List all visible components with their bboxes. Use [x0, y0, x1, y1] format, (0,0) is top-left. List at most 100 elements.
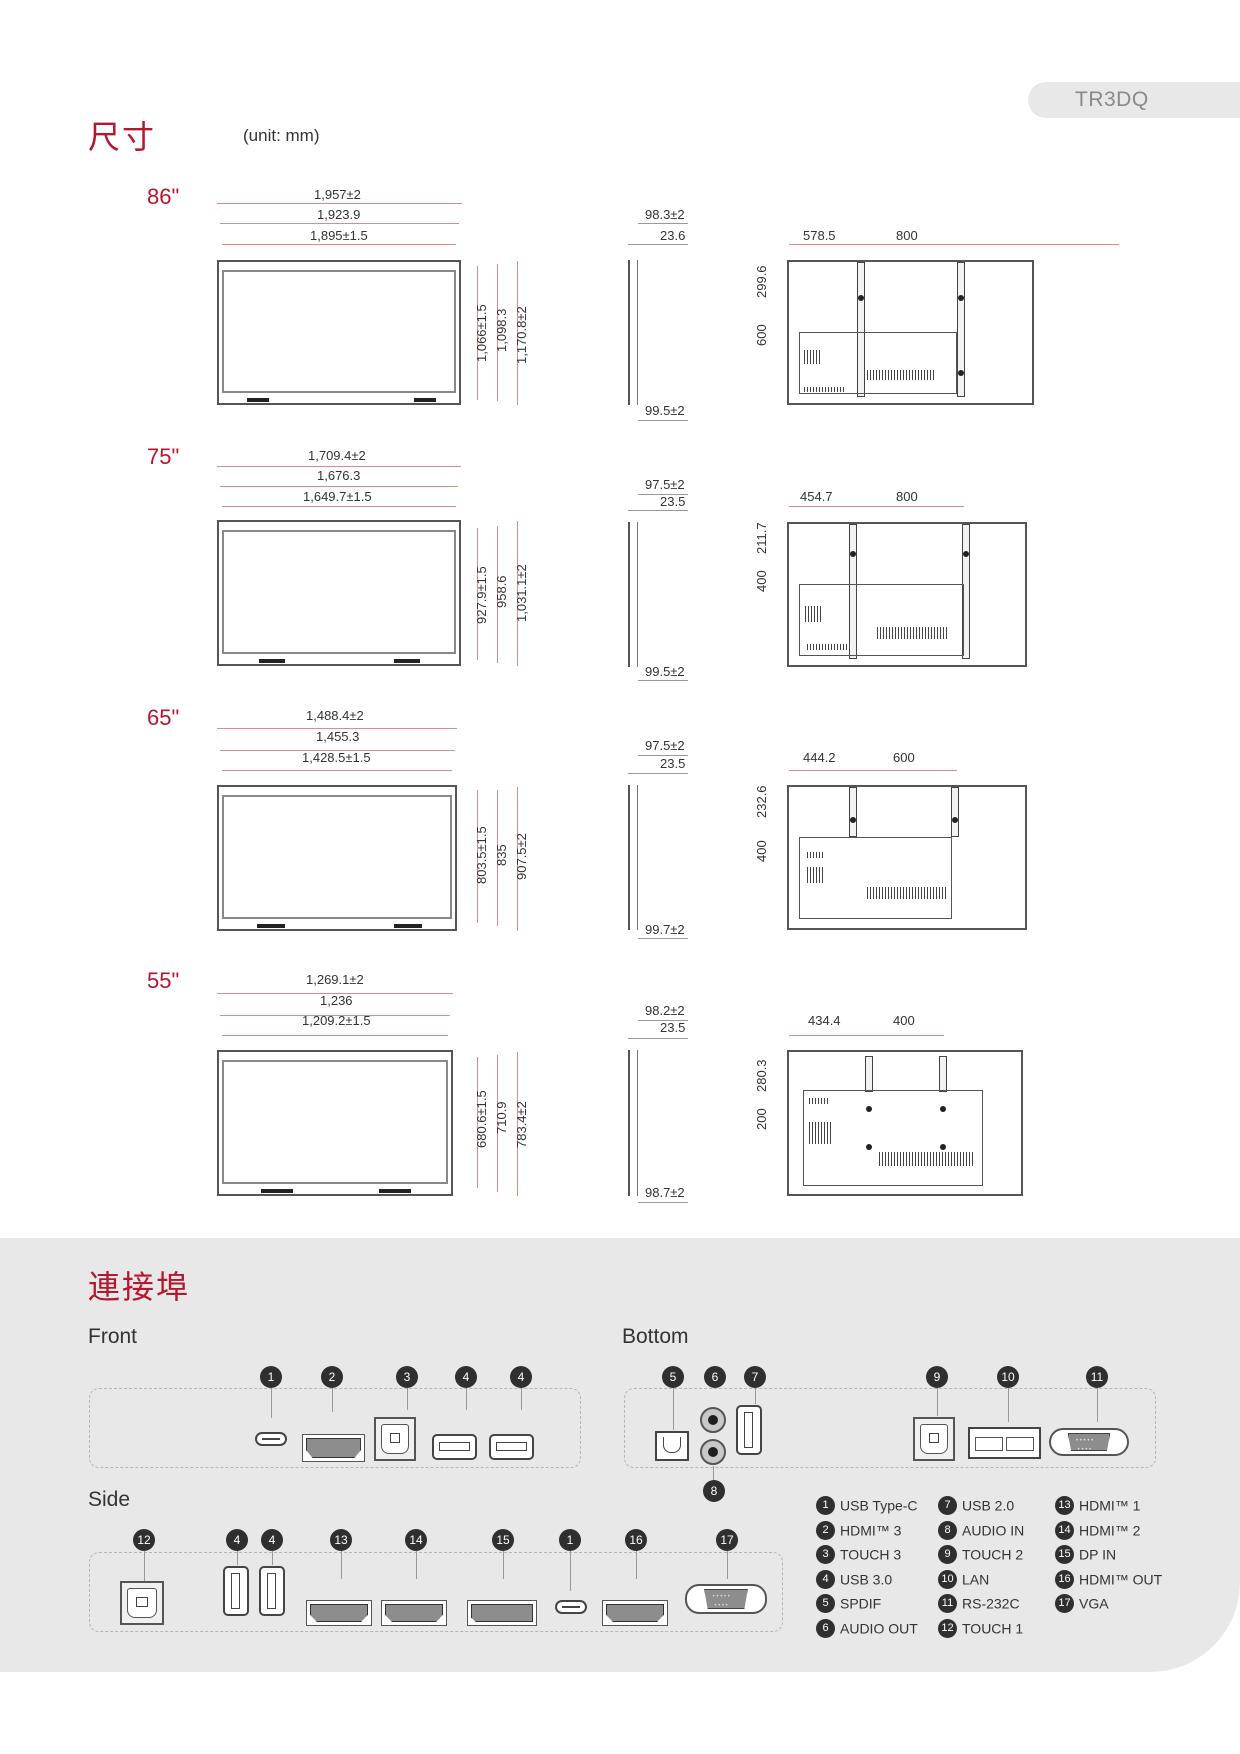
port-badge: 6 — [704, 1366, 726, 1388]
usb-a-vertical-port-icon — [736, 1405, 762, 1455]
bezel-width: 1,236 — [320, 993, 353, 1008]
legend-label: HDMI™ OUT — [1079, 1571, 1163, 1588]
legend-label: LAN — [962, 1571, 990, 1588]
back-vesa-v: 200 — [754, 1108, 769, 1130]
legend-badge: 12 — [938, 1618, 957, 1638]
front-ports-panel — [89, 1388, 581, 1468]
legend-badge: 9 — [938, 1544, 957, 1564]
overall-height: 907.5±2 — [514, 833, 529, 880]
bezel-height: 710.9 — [494, 1101, 509, 1134]
front-view — [217, 785, 457, 931]
port-badge: 4 — [510, 1366, 532, 1388]
back-vesa-h: 600 — [893, 750, 915, 765]
legend-label: DP IN — [1079, 1546, 1117, 1563]
front-view — [217, 260, 461, 405]
back-vesa-v: 400 — [754, 840, 769, 862]
legend-label: AUDIO IN — [962, 1522, 1025, 1539]
active-width: 1,895±1.5 — [310, 228, 368, 243]
port-badge: 1 — [559, 1529, 581, 1551]
side-thin-depth: 23.5 — [660, 494, 686, 509]
ports-title: 連接埠 — [88, 1268, 191, 1306]
back-view — [787, 1050, 1023, 1196]
side-top-depth: 98.2±2 — [645, 1003, 685, 1018]
back-top-offset: 280.3 — [754, 1059, 769, 1092]
side-bottom-depth: 98.7±2 — [645, 1185, 685, 1200]
overall-height: 783.4±2 — [514, 1101, 529, 1148]
dimensions-title: 尺寸 — [88, 118, 157, 156]
port-badge: 15 — [492, 1529, 514, 1551]
back-top-offset: 211.7 — [754, 522, 769, 554]
legend-label: USB Type-C — [840, 1497, 918, 1514]
legend-label: HDMI™ 1 — [1079, 1497, 1141, 1514]
hdmi-out-port-icon — [602, 1600, 668, 1626]
back-left-offset: 444.2 — [803, 750, 836, 765]
active-height: 1,066±1.5 — [474, 304, 489, 362]
rs232c-port-icon — [1049, 1424, 1129, 1460]
side-bottom-depth: 99.5±2 — [645, 403, 685, 418]
active-height: 803.5±1.5 — [474, 826, 489, 884]
legend-badge: 15 — [1055, 1544, 1074, 1564]
back-top-offset: 299.6 — [754, 265, 769, 298]
hdmi-port-icon — [302, 1434, 365, 1462]
overall-width: 1,488.4±2 — [306, 708, 364, 723]
back-vesa-v: 600 — [754, 324, 769, 346]
bottom-ports-panel — [624, 1388, 1156, 1468]
legend-badge: 2 — [816, 1520, 835, 1540]
front-view — [217, 520, 461, 666]
back-vesa-h: 800 — [896, 489, 918, 504]
active-width: 1,428.5±1.5 — [302, 750, 371, 765]
legend-label: SPDIF — [840, 1595, 882, 1612]
overall-height: 1,170.8±2 — [514, 306, 529, 364]
legend-badge: 16 — [1055, 1569, 1074, 1589]
hdmi-port-icon — [381, 1600, 447, 1626]
port-badge: 3 — [396, 1366, 418, 1388]
usb-b-port-icon — [120, 1581, 164, 1625]
overall-width: 1,709.4±2 — [308, 448, 366, 463]
hdmi-port-icon — [306, 1600, 372, 1626]
side-label: Side — [88, 1488, 131, 1511]
size-label: 65" — [147, 705, 180, 730]
side-top-depth: 97.5±2 — [645, 738, 685, 753]
legend-badge: 4 — [816, 1569, 835, 1589]
usb-b-port-icon — [913, 1417, 955, 1461]
bezel-width: 1,455.3 — [316, 729, 360, 744]
front-view — [217, 1050, 453, 1196]
legend-badge: 13 — [1055, 1495, 1074, 1515]
usb-c-port-icon — [255, 1432, 287, 1446]
legend-label: USB 3.0 — [840, 1571, 893, 1588]
spdif-port-icon — [655, 1431, 689, 1461]
port-badge: 2 — [321, 1366, 343, 1388]
size-label: 86" — [147, 184, 180, 209]
overall-width: 1,269.1±2 — [306, 972, 364, 987]
legend-badge: 5 — [816, 1593, 835, 1613]
lan-port-icon — [968, 1427, 1041, 1459]
port-badge: 4 — [261, 1529, 283, 1551]
usb-a-vertical-port-icon — [223, 1566, 249, 1616]
overall-height: 1,031.1±2 — [514, 564, 529, 622]
port-badge: 8 — [703, 1480, 725, 1502]
legend-label: HDMI™ 2 — [1079, 1522, 1141, 1539]
legend-badge: 11 — [938, 1593, 957, 1613]
legend-badge: 17 — [1055, 1593, 1074, 1613]
port-badge: 10 — [997, 1366, 1019, 1388]
back-left-offset: 434.4 — [808, 1013, 841, 1028]
port-badge: 1 — [260, 1366, 282, 1388]
size-label: 75" — [147, 444, 180, 469]
back-left-offset: 578.5 — [803, 228, 836, 243]
legend-label: TOUCH 3 — [840, 1546, 902, 1563]
side-thin-depth: 23.5 — [660, 1020, 686, 1035]
side-thin-depth: 23.5 — [660, 756, 686, 771]
legend-label: VGA — [1079, 1595, 1109, 1612]
legend-badge: 14 — [1055, 1520, 1074, 1540]
bezel-height: 835 — [494, 844, 509, 866]
usb-a-port-icon — [489, 1434, 534, 1460]
legend-badge: 1 — [816, 1495, 835, 1515]
port-badge: 7 — [744, 1366, 766, 1388]
legend-label: HDMI™ 3 — [840, 1522, 902, 1539]
back-top-offset: 232.6 — [754, 785, 769, 818]
back-left-offset: 454.7 — [800, 489, 833, 504]
back-view — [787, 522, 1027, 667]
port-badge: 17 — [716, 1529, 738, 1551]
side-view — [628, 522, 638, 667]
port-badge: 16 — [625, 1529, 647, 1551]
